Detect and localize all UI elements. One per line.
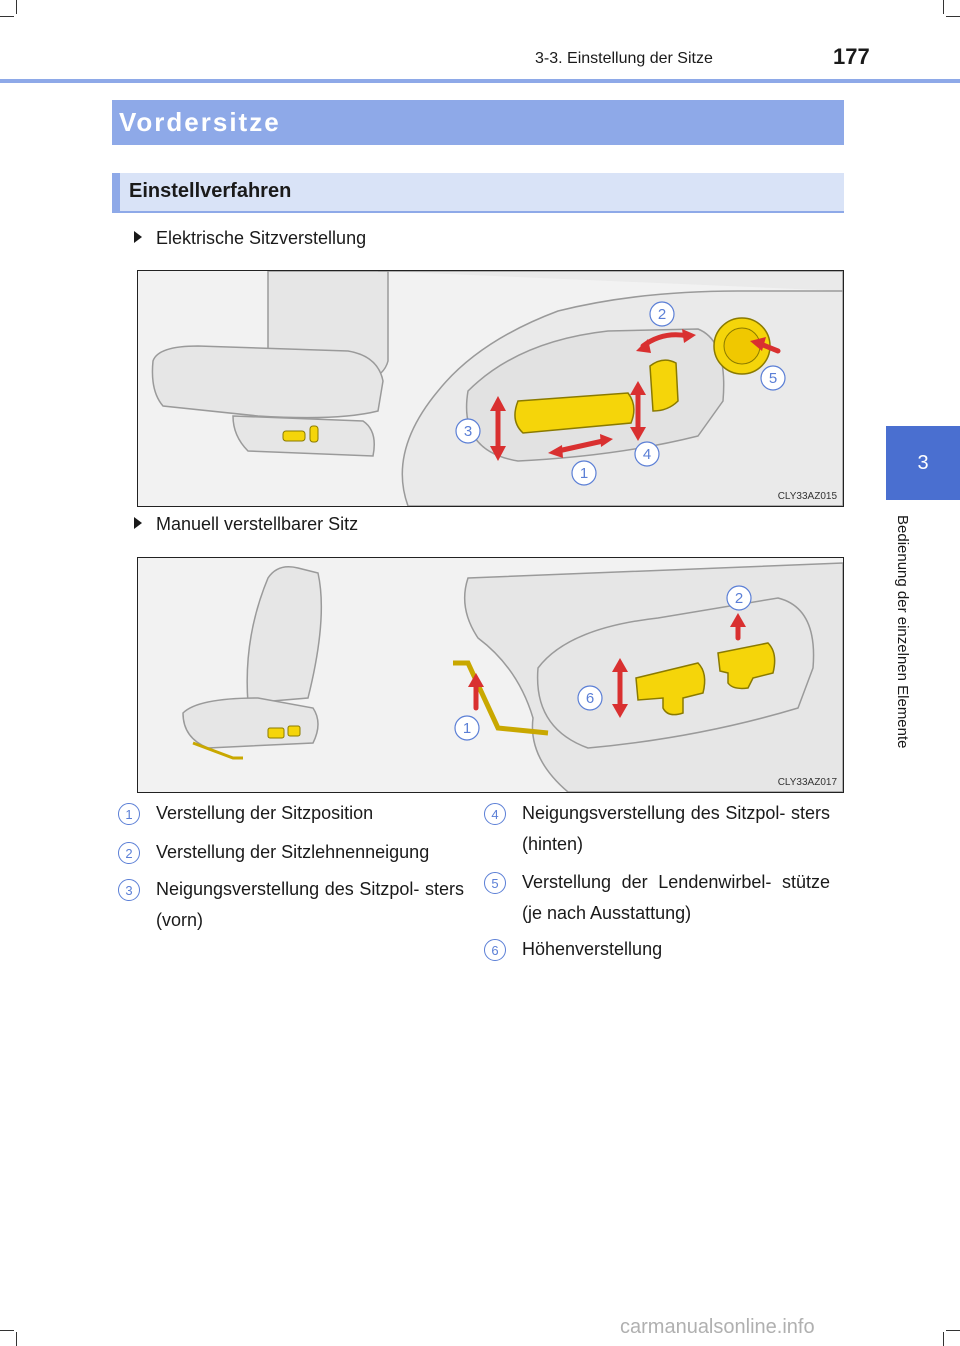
bullet-triangle-icon <box>134 517 142 529</box>
callout-2-label: 2 <box>658 306 666 323</box>
callout-5 <box>760 365 786 391</box>
legend-number: 5 <box>484 872 506 894</box>
bullet-triangle-icon <box>134 231 142 243</box>
bullet-manual-text: Manuell verstellbarer Sitz <box>156 514 359 534</box>
legend-text: Höhenverstellung <box>522 939 663 959</box>
electric-seat-illustration: 1 2 3 4 5 <box>151 271 843 506</box>
legend-number: 4 <box>484 803 506 825</box>
manual-callout-2-label: 2 <box>735 590 743 607</box>
bullet-manual: Manuell verstellbarer Sitz <box>134 514 358 535</box>
callout-1-label: 1 <box>580 465 588 482</box>
crop-mark <box>16 0 17 14</box>
legend-text: Neigungsverstellung des Sitzpol- sters (… <box>522 803 830 854</box>
figure-code: CLY33AZ017 <box>777 777 837 788</box>
crop-mark <box>0 16 14 17</box>
manual-callout-6-label: 6 <box>586 690 594 707</box>
manual-seat-illustration: 1 2 6 <box>182 562 843 792</box>
callout-3 <box>455 418 481 444</box>
header-rule <box>0 79 960 83</box>
figure-code: CLY33AZ015 <box>777 491 837 502</box>
figure-electric-seat: 1 2 3 4 5 CLY33AZ015 <box>137 270 844 507</box>
legend-text: Neigungsverstellung des Sitzpol- sters (… <box>156 879 464 930</box>
figure-manual-seat: 1 2 6 CLY33AZ017 <box>137 557 844 793</box>
callout-1 <box>571 460 597 486</box>
crop-mark <box>16 1332 17 1346</box>
legend-text: Verstellung der Lendenwirbel- stütze (je… <box>522 872 830 923</box>
subsection-bar: Einstellverfahren <box>112 173 844 213</box>
bullet-electric-text: Elektrische Sitzverstellung <box>156 228 367 248</box>
legend-text: Verstellung der Sitzposition <box>156 803 374 823</box>
crop-mark <box>943 1332 944 1346</box>
callout-5-label: 5 <box>769 370 777 387</box>
chapter-label: Bedienung der einzelnen Elemente <box>893 515 913 795</box>
subsection-accent <box>112 173 120 211</box>
subsection-title: Einstellverfahren <box>129 180 292 202</box>
crop-mark <box>946 16 960 17</box>
legend-number: 2 <box>118 842 140 864</box>
callout-2 <box>649 301 675 327</box>
callout-3-label: 3 <box>464 423 472 440</box>
running-header: 3-3. Einstellung der Sitze <box>535 50 713 67</box>
chapter-tab[interactable]: 3 <box>886 426 960 500</box>
legend-number: 3 <box>118 879 140 901</box>
bullet-electric: Elektrische Sitzverstellung <box>134 228 366 249</box>
callout-4 <box>634 441 660 467</box>
crop-mark <box>0 1330 14 1331</box>
manual-callout-1-label: 1 <box>463 720 471 737</box>
chapter-label-text: Bedienung der einzelnen Elemente <box>894 515 911 749</box>
crop-mark <box>943 0 944 14</box>
watermark: carmanualsonline.info <box>620 1316 815 1338</box>
section-title: Vordersitze <box>112 100 844 145</box>
crop-mark <box>946 1330 960 1331</box>
legend-number: 1 <box>118 803 140 825</box>
page-number: 177 <box>833 44 870 69</box>
callout-4-label: 4 <box>643 446 651 463</box>
legend-text: Verstellung der Sitzlehnenneigung <box>156 842 430 862</box>
legend-number: 6 <box>484 939 506 961</box>
